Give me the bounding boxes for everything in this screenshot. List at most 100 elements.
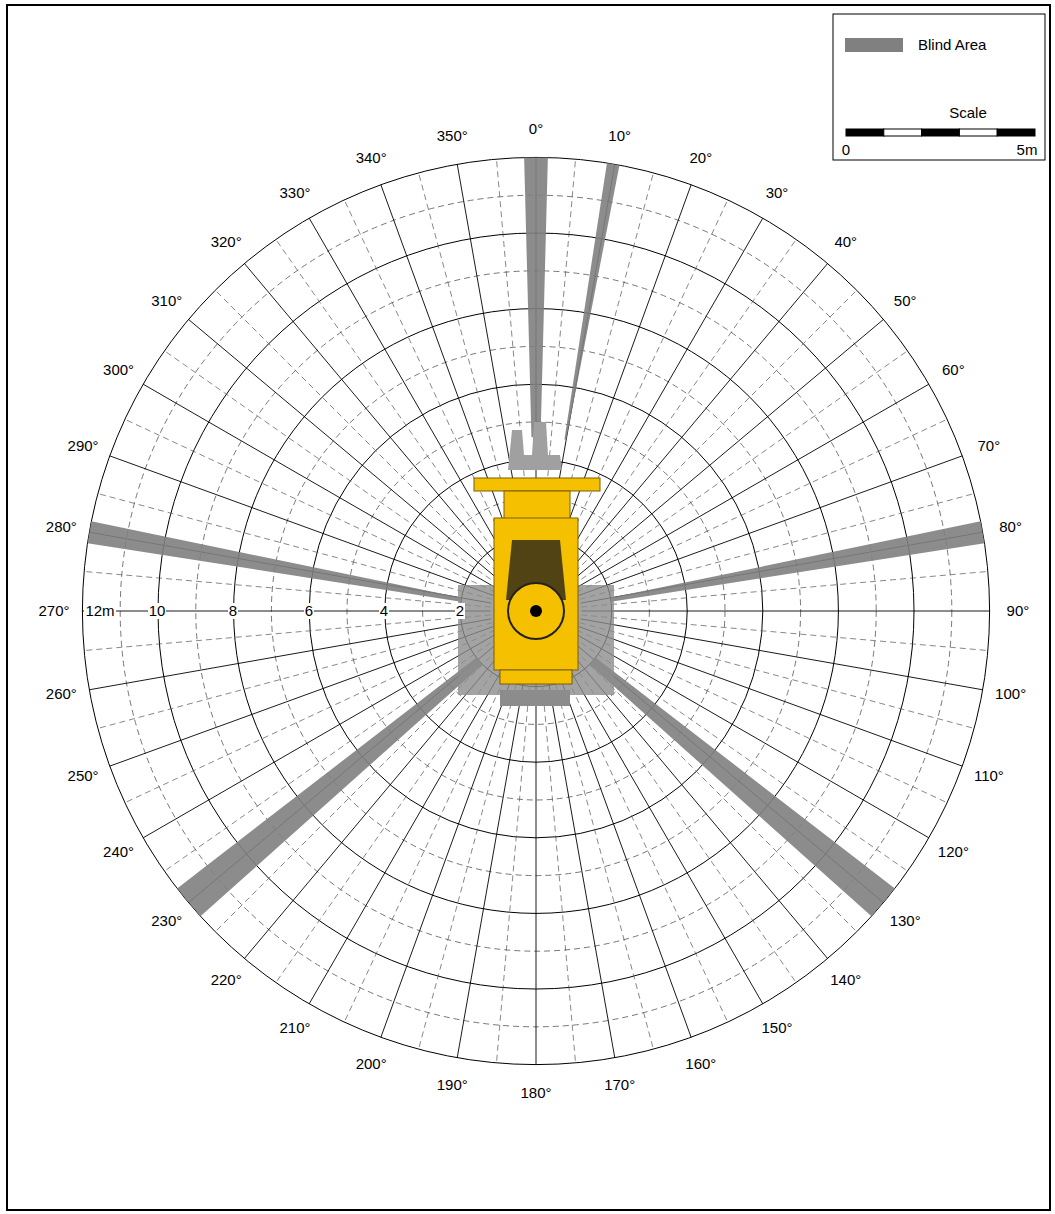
rear-blind-area (500, 690, 570, 706)
blind-areas (88, 158, 985, 917)
range-label: 10 (148, 603, 167, 620)
bearing-line (571, 319, 884, 581)
legend-swatch (845, 38, 903, 52)
scale-segment (997, 129, 1035, 136)
bearing-line-dashed (568, 290, 857, 579)
blind-area-wedge (177, 658, 482, 917)
bearing-line (536, 656, 537, 1064)
bucket (474, 478, 600, 491)
bearing-label: 240° (103, 844, 134, 861)
bearing-line-dashed (125, 419, 495, 592)
bearing-line-dashed (84, 571, 491, 607)
bearing-label: 350° (437, 128, 468, 145)
bearing-label: 100° (995, 686, 1026, 703)
rear-bumper (500, 670, 572, 684)
bearing-line (565, 264, 827, 577)
bearing-label: 260° (46, 686, 77, 703)
bearing-line (309, 218, 513, 572)
bearing-line-dashed (344, 200, 517, 570)
range-label: 4 (379, 603, 389, 620)
bearing-label: 80° (999, 519, 1022, 536)
bearing-label: 110° (974, 768, 1004, 785)
bearing-line-dashed (84, 615, 491, 651)
bearing-label: 0° (529, 121, 543, 138)
bearing-label: 10° (608, 128, 631, 145)
bearing-label: 230° (151, 913, 182, 930)
legend-box (833, 14, 1045, 160)
legend-frame (833, 14, 1045, 160)
range-label: 6 (304, 603, 314, 620)
bearing-line (82, 611, 490, 612)
bearing-line (457, 656, 528, 1058)
range-label: 12m (84, 603, 115, 620)
bearing-line (309, 650, 513, 1004)
bearing-label: 320° (211, 234, 242, 251)
scale-label: Scale (949, 105, 987, 122)
bearing-label: 160° (685, 1056, 716, 1073)
range-label: 2 (455, 603, 465, 620)
bearing-line (552, 185, 692, 569)
range-label: 8 (228, 603, 238, 620)
scale-segment (959, 129, 997, 136)
bearing-line (559, 650, 763, 1004)
bearing-line-dashed (215, 290, 504, 579)
bearing-label: 60° (942, 362, 965, 379)
bearing-label: 220° (211, 972, 242, 989)
bearing-label: 70° (978, 438, 1001, 455)
bearing-label: 30° (766, 185, 789, 202)
blind-area-wedge (589, 658, 894, 917)
bearing-line-dashed (548, 655, 654, 1049)
bearing-label: 200° (356, 1056, 387, 1073)
bearing-line-dashed (577, 630, 947, 803)
bearing-line (559, 218, 763, 572)
body (494, 518, 578, 670)
blind-area-wedge (610, 521, 984, 601)
bearing-label: 90° (1007, 603, 1030, 620)
bearing-label: 290° (68, 438, 99, 455)
bearing-label: 270° (39, 603, 70, 620)
bearing-line-dashed (98, 623, 492, 729)
bearing-line-dashed (573, 637, 907, 871)
bearing-label: 150° (761, 1020, 792, 1037)
bearing-label: 20° (689, 150, 712, 167)
bearing-label: 120° (938, 844, 969, 861)
bearing-line (581, 611, 989, 612)
bearing-line (189, 319, 502, 581)
loader-vehicle (458, 422, 614, 706)
bearing-label: 300° (103, 362, 134, 379)
attachment-outline (508, 422, 562, 470)
bearing-line-dashed (125, 630, 495, 803)
bearing-label: 130° (890, 913, 921, 930)
bearing-label: 250° (68, 768, 99, 785)
bearing-line-dashed (164, 637, 498, 871)
legend-text: Blind Area (918, 37, 986, 54)
bearing-line-dashed (419, 655, 525, 1049)
bearing-line-dashed (577, 419, 947, 592)
bearing-line-dashed (496, 656, 532, 1063)
bearing-line (381, 654, 521, 1038)
blind-area-wedge (564, 163, 619, 440)
bearing-label: 190° (437, 1077, 468, 1094)
bearing-line-dashed (276, 239, 510, 573)
bearing-label: 180° (520, 1085, 551, 1102)
bearing-line (381, 185, 521, 569)
bearing-line (581, 619, 983, 690)
scale-segment (846, 129, 884, 136)
frame (7, 5, 1050, 1210)
operator-eye-point (508, 583, 564, 639)
bearing-line-dashed (581, 571, 988, 607)
bearing-line (544, 656, 615, 1058)
eye-centre (530, 605, 542, 617)
scale-bar (846, 129, 1035, 136)
scale-label: 0 (842, 142, 850, 159)
bearing-label: 210° (280, 1020, 311, 1037)
blind-area-wedge (524, 158, 548, 438)
bearing-line-dashed (540, 656, 576, 1063)
bearing-line-dashed (555, 200, 728, 570)
bearing-label: 50° (894, 293, 917, 310)
bearing-label: 170° (604, 1077, 635, 1094)
bearing-label: 280° (46, 519, 77, 536)
scale-label: 5m (1017, 142, 1038, 159)
bearing-line (244, 264, 506, 577)
boom (504, 491, 570, 519)
